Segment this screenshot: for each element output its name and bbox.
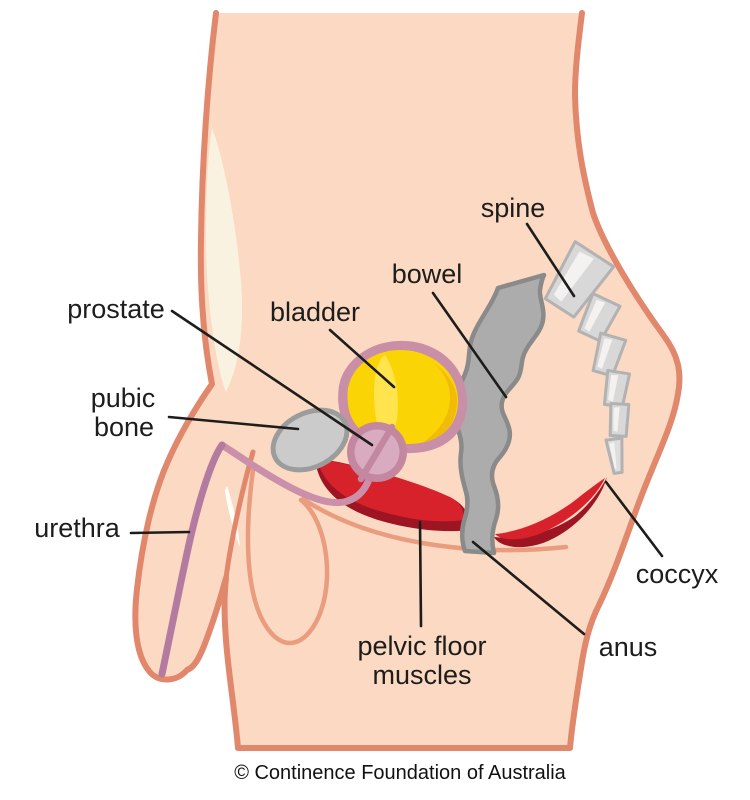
pointer-line-pubic-bone <box>167 415 300 431</box>
label-urethra: urethra <box>34 513 121 543</box>
copyright-text: © Continence Foundation of Australia <box>234 762 566 784</box>
pointer-line-pelvic-floor <box>418 520 423 628</box>
spine-shape <box>543 240 632 475</box>
scrotum-crease-line <box>245 467 330 646</box>
penis-highlight-shape <box>225 486 240 547</box>
torso-outline <box>132 10 683 751</box>
abdomen-highlight-shape <box>206 128 243 392</box>
label-pubic-bone-line1: pubic <box>91 383 156 413</box>
pointer-line-prostate <box>170 309 374 447</box>
pelvic-floor-muscle-shape <box>315 458 607 548</box>
pointer-line-anus <box>471 540 586 636</box>
prostate-shape <box>347 422 407 483</box>
label-pubic-bone-line2: bone <box>94 412 154 442</box>
label-prostate: prostate <box>67 294 165 324</box>
pointer-line-urethra <box>129 530 191 535</box>
pubic-bone-shape <box>270 407 350 473</box>
coccyx-shape <box>604 436 624 475</box>
label-bladder: bladder <box>270 297 360 327</box>
pointer-line-bowel <box>431 291 508 399</box>
label-pelvic-floor-line2: muscles <box>372 660 471 690</box>
pointer-line-bladder <box>328 328 396 389</box>
label-pelvic-floor-line1: pelvic floor <box>357 631 486 661</box>
leg-crease-line <box>300 496 569 553</box>
pointer-line-coccyx <box>604 480 664 558</box>
pointer-line-spine <box>525 222 576 298</box>
label-spine: spine <box>481 193 546 223</box>
urethra-penis-line <box>158 441 226 678</box>
label-coccyx: coccyx <box>636 559 719 589</box>
label-anus: anus <box>599 632 658 662</box>
label-bowel: bowel <box>392 259 463 289</box>
